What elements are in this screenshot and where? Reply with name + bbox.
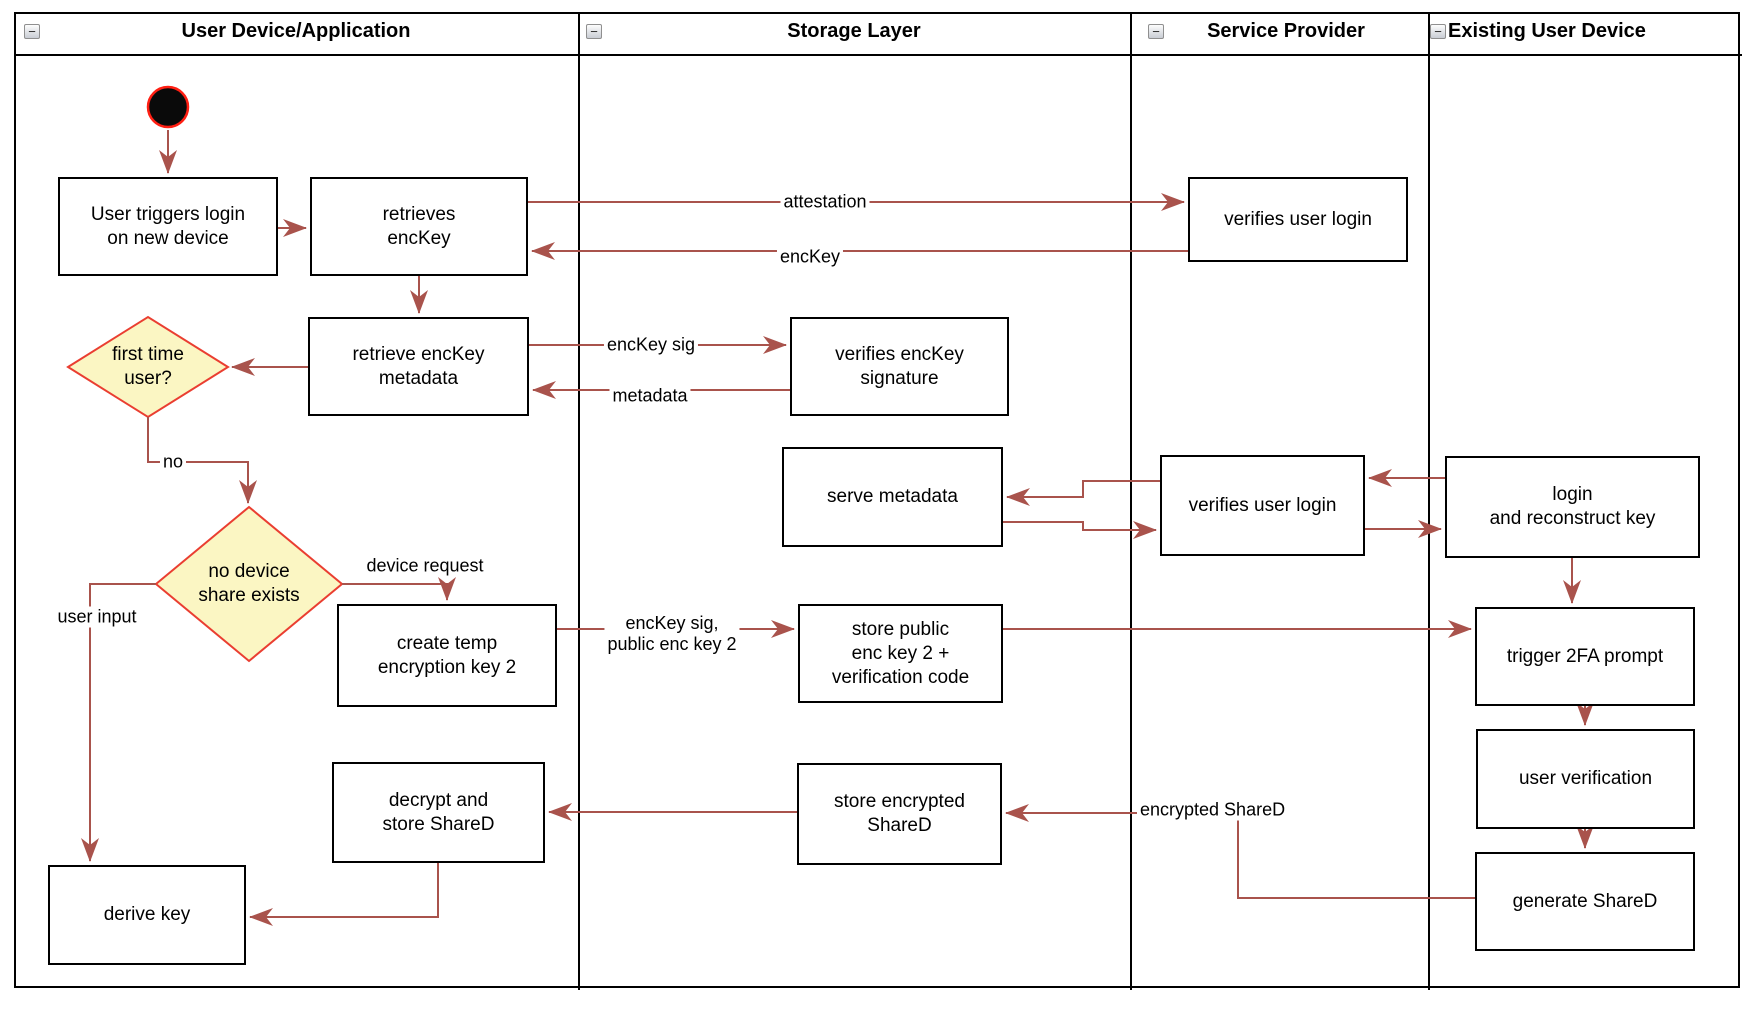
lane-divider: [1130, 12, 1132, 990]
node-text-line: store encrypted: [834, 791, 965, 812]
edge-label-line: encKey sig,: [625, 613, 719, 633]
node-verifies-user-login-2[interactable]: verifies user login: [1160, 455, 1365, 556]
node-store-public-enc-key-2[interactable]: store public enc key 2 + verification co…: [798, 604, 1003, 703]
node-text-line: derive key: [103, 904, 191, 925]
node-text-line: user verification: [1518, 768, 1653, 789]
node-text-line: store public: [851, 618, 950, 640]
edge-label-encrypted-shared: encrypted ShareD: [1137, 799, 1289, 821]
node-text-line: encKey: [387, 227, 451, 249]
node-serve-metadata[interactable]: serve metadata: [782, 447, 1003, 547]
lane-divider: [1428, 12, 1430, 990]
connector-no-branch[interactable]: [147, 417, 257, 504]
connector-encrypted-shared[interactable]: [1005, 804, 1475, 899]
lane-title-service-provider: Service Provider: [1207, 20, 1365, 42]
edge-label-user-input: user input: [54, 606, 140, 628]
node-text-line: verifies encKey: [835, 343, 964, 365]
lane-divider: [578, 12, 580, 990]
node-trigger-2fa-prompt[interactable]: trigger 2FA prompt: [1475, 607, 1695, 706]
node-text-line: enc key 2 +: [851, 642, 950, 664]
node-text-line: verification code: [831, 666, 970, 688]
decision-no-device-share[interactable]: [154, 505, 344, 663]
node-text-line: retrieves: [382, 203, 456, 225]
lane-title-storage-layer: Storage Layer: [787, 20, 921, 42]
node-text-line: and reconstruct key: [1489, 508, 1656, 529]
connector-serve-metadata-to-verifies[interactable]: [1003, 521, 1157, 539]
node-verifies-enckey-signature[interactable]: verifies encKey signature: [790, 317, 1009, 416]
node-text-line: ShareD: [867, 815, 932, 836]
start-node[interactable]: [146, 85, 190, 129]
node-login-and-reconstruct-key[interactable]: login and reconstruct key: [1445, 456, 1700, 558]
edge-label-attestation: attestation: [780, 191, 870, 213]
connector-decrypt-to-derive[interactable]: [249, 863, 439, 926]
node-text-line: create temp: [396, 632, 498, 654]
lane-title-existing-user-device: Existing User Device: [1448, 20, 1646, 42]
node-text-line: login: [1552, 484, 1593, 505]
node-text-line: retrieve encKey: [352, 343, 485, 365]
node-text-line: generate ShareD: [1512, 890, 1658, 912]
node-text-line: verifies user login: [1224, 208, 1372, 230]
node-text-line: metadata: [378, 367, 459, 389]
edge-label-no: no: [159, 451, 187, 473]
node-text-line: decrypt and: [388, 789, 489, 811]
collapse-icon[interactable]: −: [1148, 24, 1164, 39]
connector-verifies-to-serve-metadata[interactable]: [1006, 480, 1160, 506]
node-retrieve-enckey-metadata[interactable]: retrieve encKey metadata: [308, 317, 529, 416]
collapse-icon[interactable]: −: [1430, 24, 1446, 39]
node-generate-shared[interactable]: generate ShareD: [1475, 852, 1695, 951]
lane-title-user-device: User Device/Application: [181, 20, 411, 42]
edge-label-metadata: metadata: [609, 385, 691, 407]
node-derive-key[interactable]: derive key: [48, 865, 246, 965]
node-retrieves-enckey[interactable]: retrieves encKey: [310, 177, 528, 276]
edge-label-enckey-sig-pubkey2: encKey sig, public enc key 2: [604, 613, 740, 655]
node-user-verification[interactable]: user verification: [1476, 729, 1695, 829]
edge-label-device-request: device request: [363, 555, 487, 577]
node-text-line: verifies user login: [1188, 494, 1337, 516]
connector-user-input[interactable]: [81, 583, 156, 862]
node-text-line: on new device: [107, 227, 229, 249]
edge-label-enckey-sig: encKey sig: [603, 334, 699, 356]
decision-first-time-user[interactable]: [66, 315, 230, 419]
edge-label-enckey: encKey: [776, 246, 844, 268]
node-verifies-user-login-1[interactable]: verifies user login: [1188, 177, 1408, 262]
connector-device-request[interactable]: [342, 577, 456, 601]
node-user-triggers-login[interactable]: User triggers login on new device: [58, 177, 278, 276]
edge-label-line: public enc key 2: [607, 634, 737, 654]
node-decrypt-and-store-shared[interactable]: decrypt and store ShareD: [332, 762, 545, 863]
node-text-line: store ShareD: [382, 813, 495, 835]
node-text-line: encryption key 2: [377, 656, 517, 678]
node-text-line: signature: [860, 367, 939, 389]
node-text-line: User triggers login: [90, 203, 246, 225]
collapse-icon[interactable]: −: [586, 24, 602, 39]
node-create-temp-encryption-key-2[interactable]: create temp encryption key 2: [337, 604, 557, 707]
collapse-icon[interactable]: −: [24, 24, 40, 39]
diagram-frame: [14, 12, 1740, 988]
header-separator: [14, 54, 1742, 56]
node-text-line: serve metadata: [827, 486, 958, 507]
node-text-line: trigger 2FA prompt: [1506, 645, 1664, 667]
node-store-encrypted-shared[interactable]: store encrypted ShareD: [797, 763, 1002, 865]
